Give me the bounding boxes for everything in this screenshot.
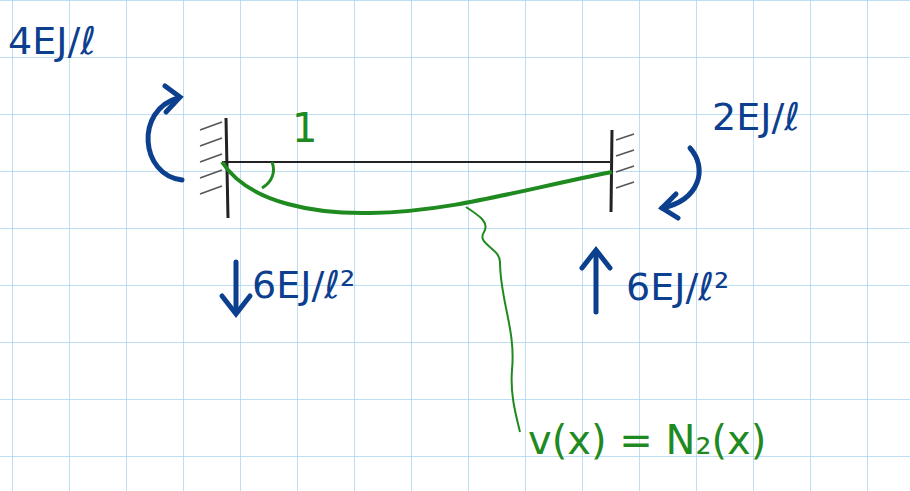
right-fixed-support — [611, 130, 634, 212]
moment-label: 2EJ/ℓ — [712, 98, 800, 136]
shear-label: 6EJ/ℓ² — [626, 268, 729, 306]
moment-label: 4EJ/ℓ — [8, 22, 96, 60]
rotation-arc — [262, 162, 274, 188]
left-shear-arrow — [222, 262, 250, 314]
leader-line — [466, 207, 520, 432]
left-moment-arrow — [148, 86, 182, 180]
function-label: v(x) = N₂(x) — [528, 420, 766, 460]
beam-axis — [222, 161, 610, 163]
right-moment-arrow — [662, 148, 699, 218]
shear-label: 6EJ/ℓ² — [252, 266, 355, 304]
rotation-label: 1 — [292, 108, 317, 148]
deflection-curve — [222, 162, 612, 213]
right-shear-arrow — [582, 250, 610, 312]
